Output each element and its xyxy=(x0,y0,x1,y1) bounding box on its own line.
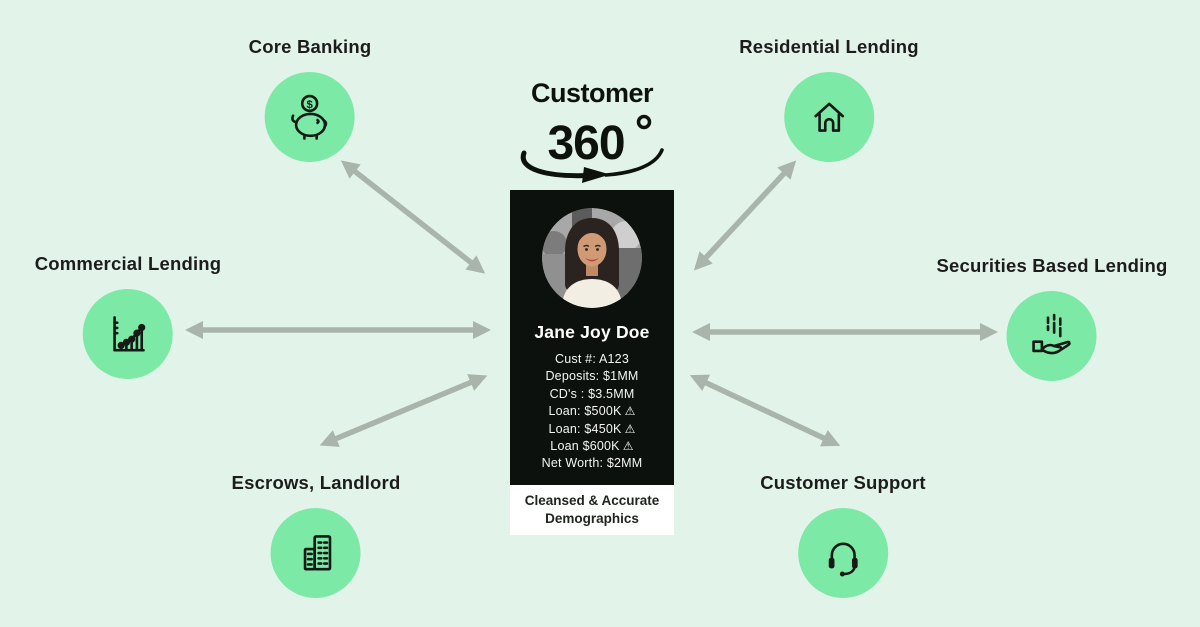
node-core-banking-circle: $ xyxy=(264,72,355,162)
house-icon xyxy=(801,89,857,145)
headset-icon xyxy=(815,525,871,581)
arrow-escrows xyxy=(319,374,488,447)
warning-icon: ⚠ xyxy=(624,404,636,419)
svg-text:360: 360 xyxy=(547,117,624,170)
growth-chart-icon xyxy=(100,306,156,362)
node-securities-based-lending: Securities Based Lending xyxy=(937,255,1168,381)
node-customer-support-label: Customer Support xyxy=(760,472,926,493)
warning-icon: ⚠ xyxy=(622,439,634,454)
customer-name: Jane Joy Doe xyxy=(534,322,650,342)
detail-deposits: Deposits: $1MM xyxy=(545,369,639,384)
node-residential-lending-label: Residential Lending xyxy=(739,36,919,57)
arrow-core-banking xyxy=(340,160,486,274)
arrow-residential xyxy=(693,160,797,271)
node-escrows-landlord-circle xyxy=(270,508,361,598)
node-commercial-lending: Commercial Lending xyxy=(35,253,222,379)
warning-icon: ⚠ xyxy=(624,421,636,436)
arrow-support xyxy=(689,374,841,447)
detail-loan-2: Loan: $450K⚠ xyxy=(548,421,636,436)
node-securities-based-lending-label: Securities Based Lending xyxy=(936,255,1168,276)
card-footer: Cleansed & Accurate Demographics xyxy=(510,484,674,535)
detail-loan-1: Loan: $500K⚠ xyxy=(548,404,636,419)
detail-cds: CD's : $3.5MM xyxy=(549,386,635,401)
card-footer-text: Cleansed & Accurate Demographics xyxy=(524,493,660,526)
customer-details: Cust #: A123 Deposits: $1MM CD's : $3.5M… xyxy=(510,351,674,485)
node-commercial-lending-circle xyxy=(82,289,173,379)
detail-loan-3: Loan $600K⚠ xyxy=(550,439,634,454)
detail-cust-number: Cust #: A123 xyxy=(555,352,629,366)
node-commercial-lending-label: Commercial Lending xyxy=(34,253,222,274)
customer-360-logo: Customer 360 xyxy=(506,80,678,185)
node-securities-based-lending-circle xyxy=(1006,291,1097,381)
logo-customer-text: Customer xyxy=(530,78,654,108)
svg-text:$: $ xyxy=(307,99,314,111)
detail-net-worth: Net Worth: $2MM xyxy=(541,456,643,471)
node-core-banking-label: Core Banking xyxy=(248,36,372,57)
node-core-banking: Core Banking $ xyxy=(249,36,372,162)
node-customer-support-circle xyxy=(798,508,888,598)
node-residential-lending: Residential Lending xyxy=(739,36,919,162)
customer-card: Jane Joy Doe Cust #: A123 Deposits: $1MM… xyxy=(510,190,674,535)
node-escrows-landlord-label: Escrows, Landlord xyxy=(231,472,401,493)
node-customer-support: Customer Support xyxy=(760,472,926,598)
buildings-icon xyxy=(288,525,344,581)
logo-360-swoosh: 360 xyxy=(520,114,664,183)
customer-photo xyxy=(542,208,642,308)
hand-receiving-icon xyxy=(1024,308,1080,364)
node-residential-lending-circle xyxy=(783,72,874,162)
node-escrows-landlord: Escrows, Landlord xyxy=(232,472,401,598)
piggy-bank-icon: $ xyxy=(282,89,338,145)
